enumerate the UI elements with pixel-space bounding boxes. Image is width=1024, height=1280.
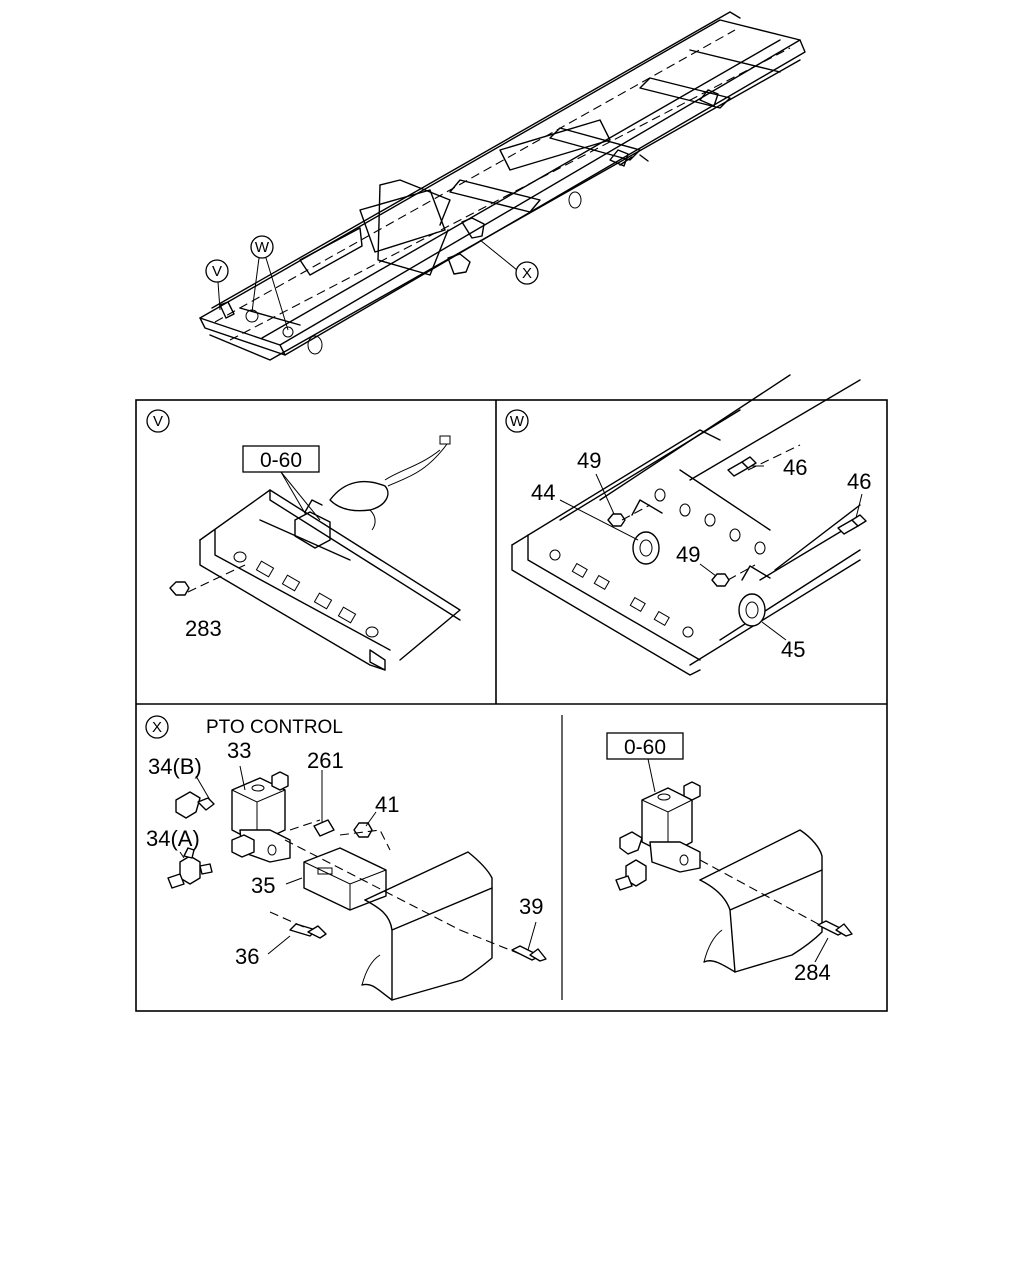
part-41-label: 41 xyxy=(375,792,399,817)
callout-x-label: X xyxy=(522,265,532,282)
panel-x-badge-label: X xyxy=(152,719,162,736)
callout-x xyxy=(515,261,539,285)
panel-x-right: 0-60 284 xyxy=(606,732,853,985)
part-44-label: 44 xyxy=(531,480,555,505)
part-45-label: 45 xyxy=(781,637,805,662)
panel-x-right-ref-box xyxy=(606,732,684,760)
panel-x-badge xyxy=(145,715,169,739)
part-49-upper-label: 49 xyxy=(577,448,601,473)
panel-w-badge xyxy=(505,409,529,433)
panel-v-badge xyxy=(146,409,170,433)
part-36-label: 36 xyxy=(235,944,259,969)
horn-44 xyxy=(632,531,660,565)
part-33-label: 33 xyxy=(227,738,251,763)
callout-w xyxy=(250,235,274,259)
part-46-upper-label: 46 xyxy=(783,455,807,480)
bracket-35 xyxy=(303,847,387,911)
part-46-right-label: 46 xyxy=(847,469,871,494)
callout-v xyxy=(205,259,229,283)
part-284-label: 284 xyxy=(794,960,831,985)
panel-w: W xyxy=(505,374,871,676)
part-49-lower-label: 49 xyxy=(676,542,700,567)
nut-41 xyxy=(353,822,373,838)
panel-x-title: PTO CONTROL xyxy=(206,717,343,738)
part-35-label: 35 xyxy=(251,873,275,898)
chassis-frame-overview: V W X xyxy=(199,11,806,361)
fitting-261 xyxy=(313,819,335,837)
panel-v-badge-label: V xyxy=(153,413,163,430)
part-261-label: 261 xyxy=(307,748,344,773)
callout-v-label: V xyxy=(212,263,222,280)
part-34a-label: 34(A) xyxy=(146,826,200,851)
pto-valve-assembly xyxy=(641,787,693,856)
panel-v: V 0-60 283 xyxy=(146,409,461,671)
callout-w-label: W xyxy=(255,239,270,256)
nut-49-upper xyxy=(607,513,626,527)
detail-panels-frame xyxy=(135,399,888,1012)
nut-49-lower xyxy=(711,573,730,587)
elbow-fitting-34b xyxy=(175,791,201,819)
nut-283 xyxy=(169,581,190,596)
pto-valve-33 xyxy=(231,777,286,844)
panel-w-badge-label: W xyxy=(510,413,525,430)
panel-v-ref-label: 0-60 xyxy=(260,449,302,472)
panel-x: X PTO CONTROL xyxy=(145,715,547,1001)
horn-45 xyxy=(738,593,766,627)
panel-x-right-ref-label: 0-60 xyxy=(624,736,666,759)
part-39-label: 39 xyxy=(519,894,543,919)
part-34b-label: 34(B) xyxy=(148,754,202,779)
part-283-label: 283 xyxy=(185,616,222,641)
